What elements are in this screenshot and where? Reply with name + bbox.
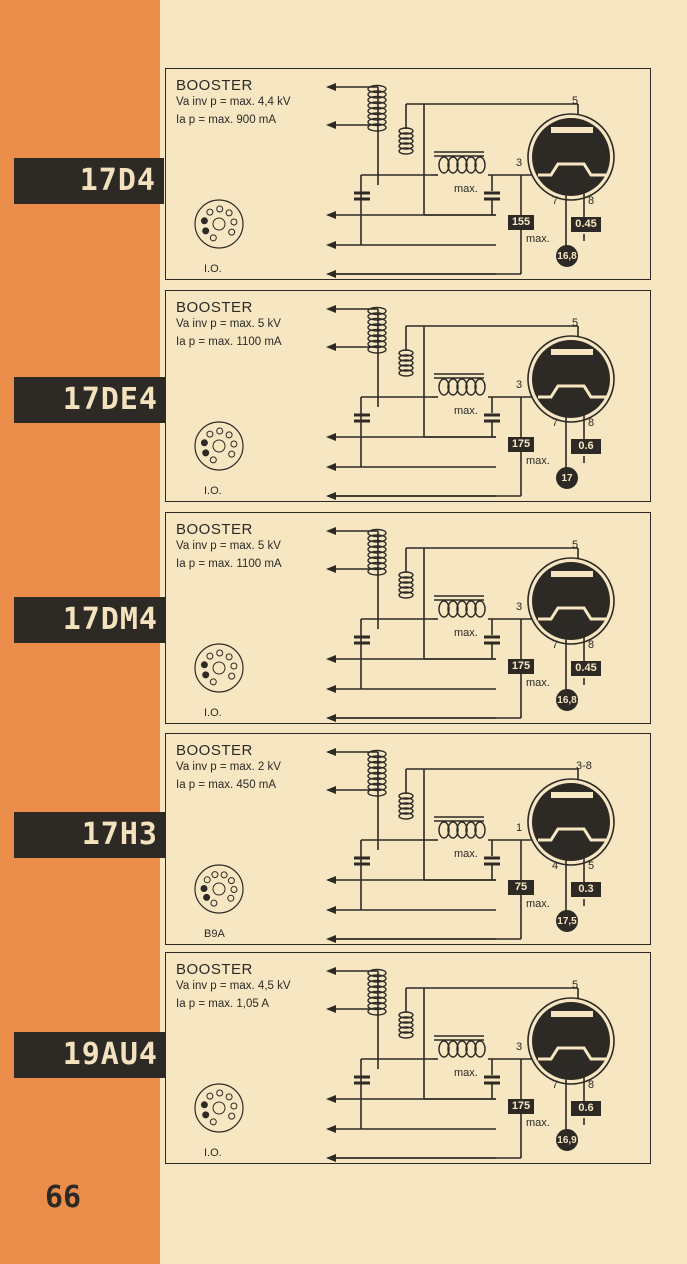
tube-code-tab: 17D4 — [14, 158, 164, 204]
heater-voltage-circle: 16,8 — [556, 245, 578, 267]
max-voltage-spec: Va inv p = max. 5 kV — [176, 540, 281, 552]
resistor-value-box: 175 — [508, 1099, 534, 1114]
resistor-max-label: max. — [526, 1117, 550, 1129]
heater-pin-a-label: 7 — [552, 417, 559, 429]
grid-pin-label: 3 — [516, 157, 523, 169]
base-type-label: I.O. — [204, 707, 222, 719]
grid-pin-label: 3 — [516, 1041, 523, 1053]
base-type-label: I.O. — [204, 1147, 222, 1159]
heater-voltage-circle: 16,9 — [556, 1129, 578, 1151]
max-voltage-spec: Va inv p = max. 5 kV — [176, 318, 281, 330]
grid-pin-label: 1 — [516, 822, 523, 834]
grid-pin-label: 3 — [516, 601, 523, 613]
booster-title: BOOSTER — [176, 77, 253, 94]
page-number: 66 — [45, 1180, 82, 1215]
max-current-spec: Ia p = max. 1,05 A — [176, 998, 270, 1010]
heater-pin-b-label: 8 — [588, 639, 595, 651]
base-type-label: I.O. — [204, 263, 222, 275]
booster-title: BOOSTER — [176, 521, 253, 538]
resistor-max-label: max. — [526, 233, 550, 245]
tube-schematic-panel: BOOSTER Va inv p = max. 5 kV Ia p = max. 1… — [165, 290, 651, 502]
tube-schematic-panel: BOOSTER Va inv p = max. 4,4 kV Ia p = max.… — [165, 68, 651, 280]
heater-voltage-circle: 17,5 — [556, 910, 578, 932]
choke-max-label: max. — [454, 1067, 478, 1079]
max-current-spec: Ia p = max. 450 mA — [176, 779, 277, 791]
heater-pin-a-label: 7 — [552, 1079, 559, 1091]
tube-code-tab: 17DM4 — [14, 597, 166, 643]
heater-pin-b-label: 8 — [588, 1079, 595, 1091]
booster-title: BOOSTER — [176, 742, 253, 759]
max-current-spec: Ia p = max. 1100 mA — [176, 336, 282, 348]
heater-pin-b-label: 8 — [588, 417, 595, 429]
heater-voltage-circle: 17 — [556, 467, 578, 489]
booster-title: BOOSTER — [176, 961, 253, 978]
resistor-max-label: max. — [526, 677, 550, 689]
heater-current-box: 0.6 — [571, 1101, 601, 1116]
heater-current-box: 0.45 — [571, 661, 601, 676]
resistor-max-label: max. — [526, 455, 550, 467]
tube-schematic-panel: BOOSTER Va inv p = max. 5 kV Ia p = max. 1… — [165, 512, 651, 724]
choke-max-label: max. — [454, 183, 478, 195]
max-voltage-spec: Va inv p = max. 4,4 kV — [176, 96, 291, 108]
tube-code-tab: 19AU4 — [14, 1032, 166, 1078]
anode-pin-label: 5 — [572, 317, 579, 329]
heater-voltage-circle: 16,8 — [556, 689, 578, 711]
heater-current-box: 0.6 — [571, 439, 601, 454]
base-type-label: I.O. — [204, 485, 222, 497]
resistor-value-box: 75 — [508, 880, 534, 895]
anode-pin-label: 3-8 — [576, 760, 592, 772]
choke-max-label: max. — [454, 405, 478, 417]
tube-schematic-panel: BOOSTER Va inv p = max. 4,5 kV Ia p = max.… — [165, 952, 651, 1164]
anode-pin-label: 5 — [572, 979, 579, 991]
booster-title: BOOSTER — [176, 299, 253, 316]
tube-code-tab: 17H3 — [14, 812, 166, 858]
heater-current-box: 0.3 — [571, 882, 601, 897]
heater-pin-a-label: 7 — [552, 639, 559, 651]
tube-schematic-panel: BOOSTER Va inv p = max. 2 kV Ia p = max. 4… — [165, 733, 651, 945]
base-type-label: B9A — [204, 928, 225, 940]
resistor-max-label: max. — [526, 898, 550, 910]
resistor-value-box: 175 — [508, 659, 534, 674]
tube-code-tab: 17DE4 — [14, 377, 166, 423]
anode-pin-label: 5 — [572, 95, 579, 107]
heater-pin-a-label: 4 — [552, 860, 559, 872]
heater-pin-a-label: 7 — [552, 195, 559, 207]
heater-pin-b-label: 8 — [588, 195, 595, 207]
max-current-spec: Ia p = max. 900 mA — [176, 114, 277, 126]
heater-pin-b-label: 5 — [588, 860, 595, 872]
max-voltage-spec: Va inv p = max. 4,5 kV — [176, 980, 291, 992]
resistor-value-box: 155 — [508, 215, 534, 230]
anode-pin-label: 5 — [572, 539, 579, 551]
choke-max-label: max. — [454, 627, 478, 639]
heater-current-box: 0.45 — [571, 217, 601, 232]
resistor-value-box: 175 — [508, 437, 534, 452]
choke-max-label: max. — [454, 848, 478, 860]
grid-pin-label: 3 — [516, 379, 523, 391]
max-voltage-spec: Va inv p = max. 2 kV — [176, 761, 281, 773]
max-current-spec: Ia p = max. 1100 mA — [176, 558, 282, 570]
